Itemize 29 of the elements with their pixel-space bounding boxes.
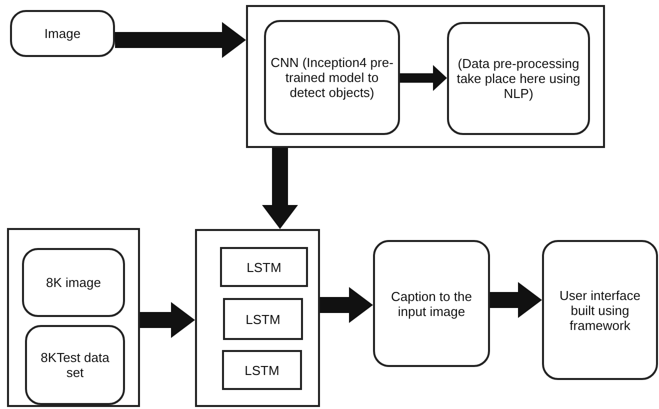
process-box bbox=[373, 240, 490, 367]
box-label: LSTM bbox=[246, 258, 282, 276]
box-label: 8K image bbox=[45, 274, 102, 292]
block-arrow bbox=[262, 148, 298, 229]
block-arrow bbox=[490, 282, 542, 318]
box-label: User interface built using framework bbox=[558, 286, 642, 334]
layer-box bbox=[222, 350, 302, 390]
block-arrow bbox=[140, 302, 195, 338]
block-arrow bbox=[400, 65, 447, 91]
process-box bbox=[447, 22, 590, 135]
layer-box bbox=[223, 298, 303, 340]
layer-box bbox=[220, 247, 308, 287]
box-label: LSTM bbox=[244, 362, 280, 380]
box-label: CNN (Inception4 pre-trained model to detect objects) bbox=[270, 54, 394, 102]
block-arrow bbox=[320, 287, 373, 323]
process-box bbox=[10, 10, 115, 57]
process-box bbox=[542, 240, 658, 380]
box-label: Caption to the input image bbox=[390, 288, 473, 320]
container-box bbox=[7, 228, 140, 407]
process-box bbox=[264, 20, 400, 135]
process-box bbox=[22, 248, 125, 317]
block-arrow bbox=[115, 22, 246, 58]
box-label: Image bbox=[43, 25, 82, 43]
container-box bbox=[246, 5, 605, 148]
box-label: 8KTest data set bbox=[40, 349, 110, 382]
process-box bbox=[25, 325, 125, 405]
box-label: LSTM bbox=[244, 310, 282, 328]
box-label: (Data pre-processing take place here using NLP) bbox=[456, 55, 582, 103]
container-box bbox=[195, 229, 320, 407]
